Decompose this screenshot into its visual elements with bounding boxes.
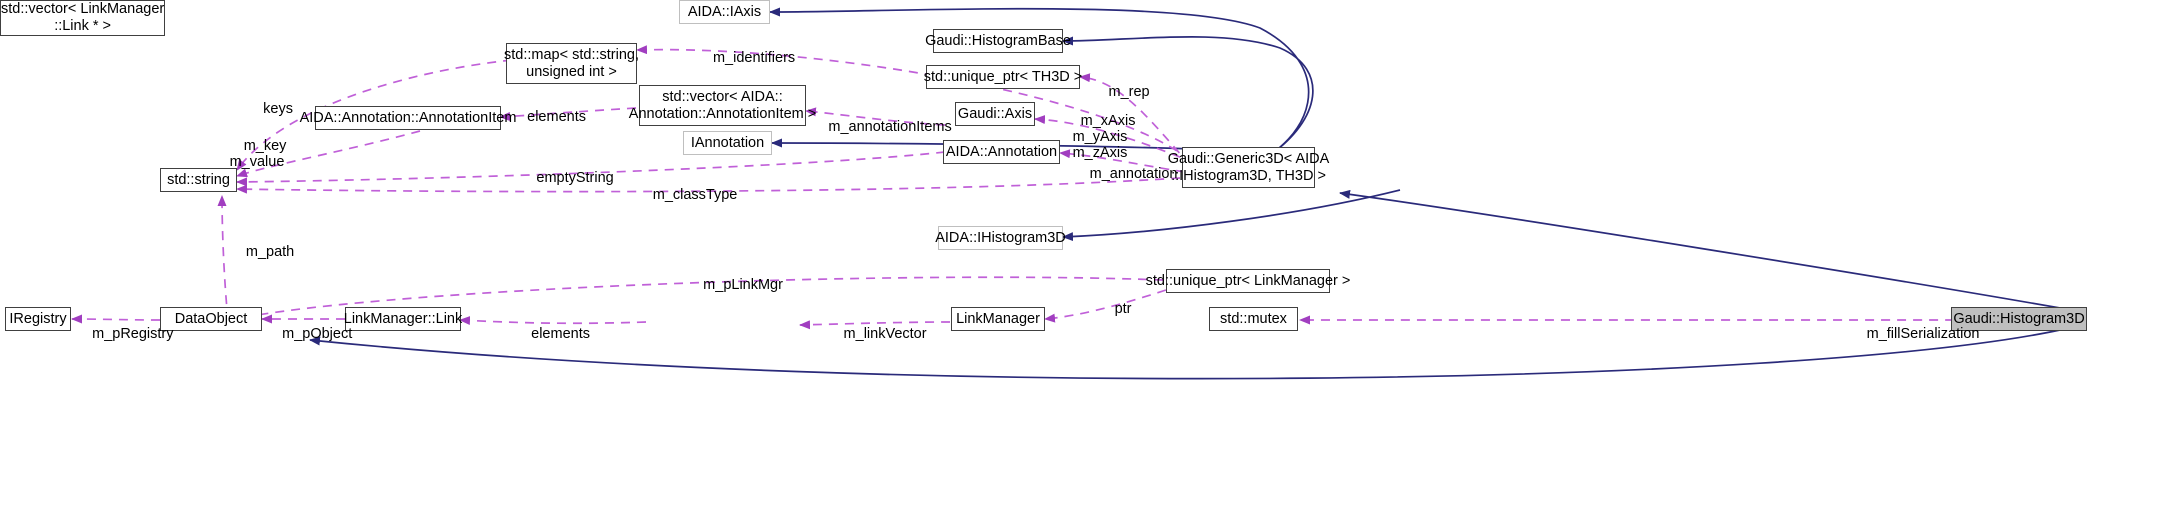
node-gaudi-histogrambase[interactable]: Gaudi::HistogramBase xyxy=(925,29,1071,53)
node-label: AIDA::IHistogram3D xyxy=(935,229,1066,246)
node-gaudi-axis[interactable]: Gaudi::Axis xyxy=(955,102,1035,126)
edge-map-to-string xyxy=(236,59,513,171)
node-std-vector-link[interactable]: std::vector< LinkManager ::Link * > xyxy=(0,0,166,36)
node-std-vector-annotationitem[interactable]: std::vector< AIDA:: Annotation::Annotati… xyxy=(629,85,816,126)
edge-generic3d-to-histogrambase xyxy=(1062,36,1314,156)
node-label: LinkManager::Link xyxy=(343,310,463,327)
edge-annotation-to-string-emptystring xyxy=(236,151,946,187)
edge-histogram3d-to-dataobject xyxy=(309,329,2061,380)
node-std-map[interactable]: std::map< std::string, unsigned int > xyxy=(504,43,639,84)
node-dataobject[interactable]: DataObject xyxy=(160,307,262,331)
node-aida-annotation-annotationitem[interactable]: AIDA::Annotation::AnnotationItem xyxy=(300,106,516,130)
node-label: std::unique_ptr< LinkManager > xyxy=(1145,272,1351,289)
node-label: AIDA::Annotation::AnnotationItem xyxy=(299,109,517,126)
edge-linkmanager-to-veclink xyxy=(799,320,951,330)
node-gaudi-generic3d[interactable]: Gaudi::Generic3D< AIDA ::IHistogram3D, T… xyxy=(1168,147,1329,188)
edge-label-elements-link: elements xyxy=(531,326,590,342)
node-label: IAnnotation xyxy=(690,134,765,151)
edge-label-m-plinkmgr: m_pLinkMgr xyxy=(703,277,783,293)
node-aida-iaxis[interactable]: AIDA::IAxis xyxy=(679,0,770,24)
node-gaudi-histogram3d[interactable]: Gaudi::Histogram3D xyxy=(1951,307,2087,331)
edge-generic3d-to-uniqueptrth3d xyxy=(1079,73,1191,166)
edge-label-m-annotationitems: m_annotationItems xyxy=(828,119,952,135)
node-label: std::unique_ptr< TH3D > xyxy=(923,68,1083,85)
node-iregistry[interactable]: IRegistry xyxy=(5,307,71,331)
edge-generic3d-to-annotation xyxy=(1059,149,1186,173)
edge-label-m-axes: m_xAxis m_yAxis m_zAxis xyxy=(1072,113,1136,161)
node-label: Gaudi::Generic3D< AIDA ::IHistogram3D, T… xyxy=(1167,150,1330,184)
node-label: IRegistry xyxy=(9,310,67,327)
node-label: AIDA::Annotation xyxy=(945,143,1058,160)
node-linkmanager[interactable]: LinkManager xyxy=(951,307,1045,331)
node-iannotation[interactable]: IAnnotation xyxy=(683,131,772,155)
node-std-unique-ptr-th3d[interactable]: std::unique_ptr< TH3D > xyxy=(923,65,1083,89)
edge-label-m-key-m-value: m_key m_value xyxy=(229,138,287,170)
edge-dataobject-to-string-path xyxy=(217,195,229,321)
node-label: DataObject xyxy=(174,310,248,327)
node-label: Gaudi::Histogram3D xyxy=(1953,310,2085,327)
edge-uniqueptrlinkmgr-to-string xyxy=(239,276,1164,321)
edge-label-m-rep: m_rep xyxy=(1108,84,1150,100)
node-label: std::vector< LinkManager ::Link * > xyxy=(1,1,165,34)
node-label: LinkManager xyxy=(956,310,1040,327)
node-label: std::vector< AIDA:: Annotation::Annotati… xyxy=(628,88,817,122)
edge-histogram3d-to-generic3d xyxy=(1339,189,2061,309)
edge-generic3d-to-string-classtype xyxy=(236,177,1181,194)
node-std-unique-ptr-linkmanager[interactable]: std::unique_ptr< LinkManager > xyxy=(1146,269,1350,293)
node-label: Gaudi::HistogramBase xyxy=(925,32,1071,49)
edge-dataobject-to-iregistry xyxy=(71,314,161,324)
edge-generic3d-to-axis xyxy=(1034,115,1196,164)
edge-label-m-classtype: m_classType xyxy=(652,187,738,203)
edge-label-m-linkvector: m_linkVector xyxy=(843,326,927,342)
node-label: std::mutex xyxy=(1220,310,1287,327)
usage-edges xyxy=(71,45,2050,330)
edge-uniqueptrlinkmgr-to-linkmanager xyxy=(1044,289,1167,323)
edge-label-m-identifiers: m_identifiers xyxy=(712,50,796,66)
node-label: Gaudi::Axis xyxy=(957,105,1033,122)
edge-generic3d-to-iaxis xyxy=(769,7,1310,166)
node-label: AIDA::IAxis xyxy=(687,3,762,20)
node-aida-ihistogram3d[interactable]: AIDA::IHistogram3D xyxy=(935,226,1066,250)
edge-label-elements-annotation: elements xyxy=(527,109,586,125)
edge-label-m-pregistry: m_pRegistry xyxy=(92,326,174,342)
edge-vecannitem-to-annotationitem xyxy=(499,107,637,121)
node-label: std::string xyxy=(167,171,230,188)
node-std-mutex[interactable]: std::mutex xyxy=(1209,307,1298,331)
edge-label-keys: keys xyxy=(263,101,293,117)
edge-generic3d-to-ihistogram3d xyxy=(1062,189,1401,242)
edge-label-m-pobject: m_pObject xyxy=(282,326,353,342)
node-std-string[interactable]: std::string xyxy=(160,168,237,192)
edge-label-m-fillserialization: m_fillSerialization xyxy=(1866,326,1980,342)
node-aida-annotation[interactable]: AIDA::Annotation xyxy=(943,140,1060,164)
edge-label-ptr: ptr xyxy=(1114,301,1132,317)
node-linkmanager-link[interactable]: LinkManager::Link xyxy=(343,307,463,331)
edge-annotation-to-vecannitem xyxy=(805,107,946,126)
edge-label-m-annotation: m_annotation xyxy=(1089,166,1178,182)
edge-label-emptystring: emptyString xyxy=(536,170,614,186)
edge-label-m-path: m_path xyxy=(245,244,295,260)
node-label: std::map< std::string, unsigned int > xyxy=(504,46,639,80)
